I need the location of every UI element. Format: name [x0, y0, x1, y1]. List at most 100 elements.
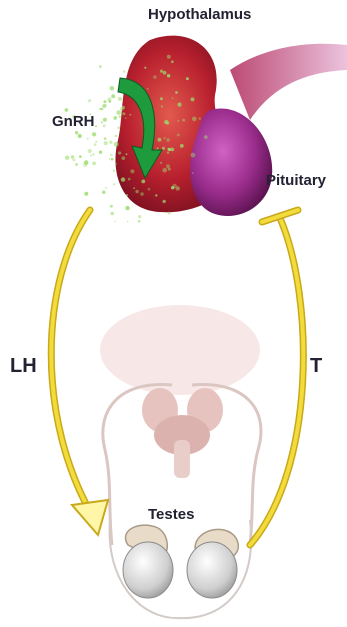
gnrh-particle	[110, 86, 115, 91]
gnrh-particle	[172, 97, 174, 99]
gnrh-particle	[95, 125, 97, 127]
gnrh-particle	[178, 120, 180, 122]
gnrh-particle	[177, 134, 180, 137]
gnrh-particle	[135, 190, 138, 193]
gnrh-particle	[105, 104, 107, 106]
gnrh-particle	[153, 75, 156, 78]
gnrh-particle	[166, 138, 170, 142]
gnrh-particle	[90, 155, 92, 157]
gnrh-particle	[129, 114, 131, 116]
gnrh-particle	[78, 134, 82, 138]
gnrh-particle	[116, 110, 121, 115]
gnrh-particle	[101, 121, 103, 123]
gnrh-particle	[104, 141, 108, 145]
gnrh-particle	[99, 151, 102, 154]
lh-label: LH	[10, 355, 37, 378]
gnrh-particle	[177, 103, 181, 107]
gnrh-particle	[83, 163, 87, 167]
gnrh-particle	[138, 215, 141, 218]
lh-arrow	[51, 210, 108, 535]
gnrh-particle	[75, 131, 78, 134]
gnrh-particle	[110, 205, 113, 208]
gnrh-particle	[161, 105, 163, 107]
gnrh-particle	[113, 116, 117, 120]
gnrh-particle	[92, 132, 96, 136]
gnrh-particle	[84, 192, 88, 196]
gnrh-particle	[138, 220, 140, 222]
gnrh-particle	[140, 192, 144, 196]
gnrh-particle	[87, 138, 89, 140]
gnrh-particle	[88, 149, 92, 153]
gnrh-particle	[71, 155, 74, 158]
gnrh-particle	[163, 71, 167, 75]
gnrh-particle	[125, 117, 127, 119]
lh-arrowhead	[72, 500, 108, 535]
gnrh-particle	[160, 162, 162, 164]
gnrh-particle	[147, 88, 149, 90]
gnrh-particle	[171, 186, 174, 189]
gnrh-particle	[126, 153, 128, 155]
gnrh-particle	[65, 156, 69, 160]
gnrh-particle	[88, 99, 91, 102]
gnrh-particle	[127, 221, 129, 223]
gnrh-particle	[167, 74, 170, 77]
gnrh-particle	[191, 153, 196, 158]
gnrh-particle	[180, 144, 184, 148]
gnrh-particle	[168, 212, 171, 215]
testis-right	[187, 542, 237, 598]
gnrh-particle	[110, 212, 114, 216]
gnrh-particle	[72, 158, 75, 161]
pituitary-gland	[190, 108, 272, 216]
gnrh-particle	[115, 163, 117, 165]
gnrh-particle	[101, 108, 104, 111]
gnrh-particle	[158, 138, 162, 142]
hypothalamus-pituitary-illustration	[65, 36, 347, 223]
bladder-shape	[100, 305, 260, 395]
gnrh-particle	[125, 206, 129, 210]
gnrh-particle	[167, 55, 171, 59]
gnrh-particle	[164, 120, 168, 124]
gnrh-particle	[95, 141, 97, 143]
gnrh-particle	[133, 187, 135, 189]
gnrh-particle	[122, 112, 125, 115]
gnrh-particle	[118, 116, 120, 118]
gnrh-particle	[121, 156, 125, 160]
gnrh-particle	[118, 97, 122, 101]
gnrh-particle	[113, 183, 115, 185]
gnrh-particle	[191, 97, 195, 101]
gnrh-particle	[75, 163, 78, 166]
gnrh-particle	[192, 117, 197, 122]
gnrh-particle	[99, 108, 101, 110]
gnrh-label: GnRH	[52, 113, 95, 130]
gnrh-particle	[102, 191, 105, 194]
gnrh-particle	[115, 135, 117, 137]
gnrh-particle	[160, 70, 163, 73]
gnrh-particle	[110, 154, 113, 157]
t-feedback-arrow	[250, 210, 303, 545]
pituitary-label: Pituitary	[266, 172, 326, 189]
gnrh-particle	[103, 118, 107, 122]
gnrh-particle	[65, 108, 69, 112]
gnrh-particle	[109, 158, 111, 160]
gnrh-particle	[92, 162, 96, 166]
gnrh-particle	[162, 147, 165, 150]
gnrh-particle	[182, 119, 185, 122]
gnrh-particle	[105, 187, 107, 189]
gnrh-particle	[111, 94, 115, 98]
gnrh-particle	[148, 188, 151, 191]
gnrh-particle	[103, 125, 106, 128]
gnrh-particle	[163, 200, 166, 203]
gnrh-particle	[175, 91, 178, 94]
gnrh-particle	[204, 135, 208, 139]
gnrh-particle	[114, 221, 116, 223]
gnrh-particle	[120, 107, 124, 111]
testes-label: Testes	[148, 506, 194, 523]
hypothalamus-label: Hypothalamus	[148, 6, 251, 23]
testosterone-label: T	[310, 355, 322, 378]
gnrh-particle	[104, 137, 107, 140]
gnrh-particle	[111, 158, 114, 161]
gnrh-particle	[128, 178, 131, 181]
gnrh-particle	[162, 168, 167, 173]
gnrh-particle	[121, 177, 125, 181]
